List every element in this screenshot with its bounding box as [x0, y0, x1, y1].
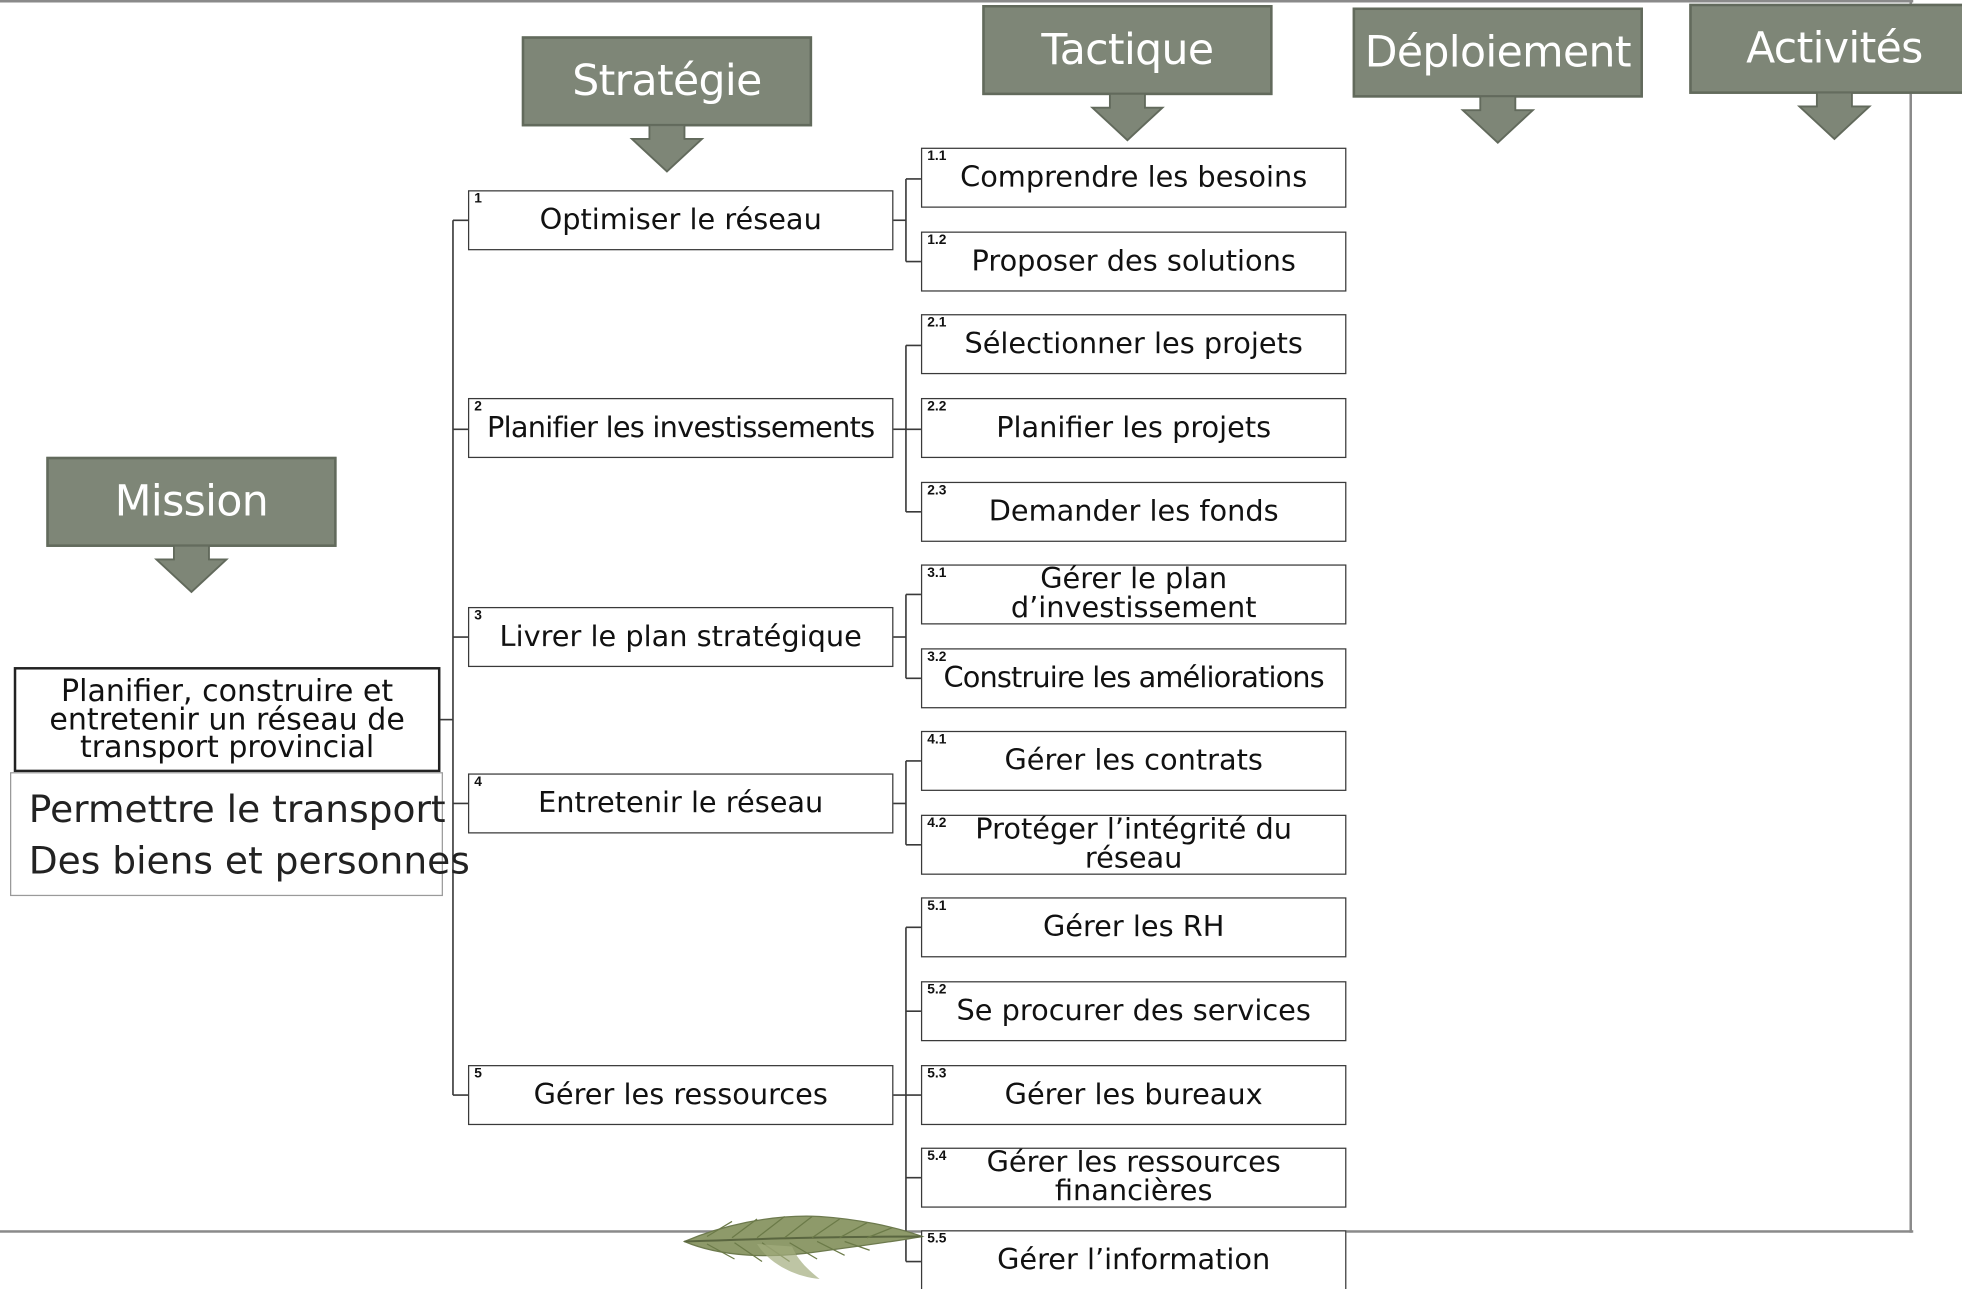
tactic-number: 5.4 — [927, 1148, 947, 1164]
tactic-box-5-2: 5.2 Se procurer des services — [920, 981, 1347, 1042]
tactic-number: 4.1 — [927, 732, 947, 748]
strategy-number: 1 — [474, 191, 482, 207]
tactic-label: Sélectionner les projets — [964, 327, 1303, 360]
tactic-label: Demander les fonds — [988, 494, 1279, 528]
header-tactique-label: Tactique — [982, 5, 1273, 96]
header-activites-label: Activités — [1689, 3, 1962, 94]
tactic-box-5-4: 5.4 Gérer les ressources financières — [920, 1146, 1347, 1208]
tactic-label: Protéger l’intégrité du réseau — [975, 813, 1293, 875]
down-arrow-icon — [154, 545, 229, 594]
tactic-box-2-1: 2.1 Sélectionner les projets — [920, 314, 1347, 375]
feather-icon — [682, 1215, 925, 1280]
tactic-box-1-2: 1.2 Proposer des solutions — [920, 231, 1347, 292]
header-deploiement-label: Déploiement — [1352, 7, 1643, 98]
header-activites: Activités — [1689, 3, 1962, 144]
tactic-label: Gérer les ressources financières — [986, 1146, 1281, 1208]
mission-statement: Planifier, construire et entretenir un r… — [49, 673, 405, 766]
strategy-number: 5 — [474, 1066, 482, 1082]
tactic-label: Construire les améliorations — [943, 661, 1325, 694]
tactic-number: 1.2 — [927, 232, 947, 248]
header-mission: Mission — [46, 456, 337, 597]
mission-purpose-line-2: Des biens et personnes — [28, 839, 470, 883]
tactic-box-4-2: 4.2 Protéger l’intégrité du réseau — [920, 813, 1347, 875]
tactic-label: Comprendre les besoins — [960, 160, 1308, 194]
strategy-label: Livrer le plan stratégique — [499, 620, 862, 653]
tactic-box-2-3: 2.3 Demander les fonds — [920, 481, 1347, 542]
mission-statement-box: Planifier, construire et entretenir un r… — [13, 667, 441, 773]
strategy-label: Entretenir le réseau — [538, 786, 824, 820]
tactic-number: 1.1 — [927, 148, 947, 164]
mission-purpose-box: Permettre le transport Des biens et pers… — [10, 772, 470, 897]
tactic-label: Planifier les projets — [996, 411, 1272, 444]
tactic-number: 5.2 — [927, 982, 947, 998]
header-strategie: Stratégie — [521, 36, 813, 176]
strategy-label: Gérer les ressources — [533, 1078, 828, 1111]
tactic-number: 2.2 — [927, 399, 947, 415]
header-deploiement: Déploiement — [1352, 7, 1643, 148]
tactic-box-2-2: 2.2 Planifier les projets — [920, 397, 1347, 459]
tactic-number: 2.1 — [927, 315, 947, 331]
strategy-number: 2 — [474, 399, 482, 415]
tactic-number: 2.3 — [927, 483, 947, 499]
strategy-box-1: 1 Optimiser le réseau — [467, 190, 894, 251]
strategy-box-4: 4 Entretenir le réseau — [467, 773, 894, 834]
mission-purpose-line-1: Permettre le transport — [28, 788, 446, 833]
tactic-box-3-2: 3.2 Construire les améliorations — [920, 648, 1347, 709]
frame-top-line — [0, 0, 1914, 3]
tactic-box-5-3: 5.3 Gérer les bureaux — [920, 1065, 1347, 1126]
tactic-box-4-1: 4.1 Gérer les contrats — [920, 730, 1347, 791]
tactic-label: Gérer l’information — [997, 1243, 1271, 1276]
tactic-number: 5.1 — [927, 898, 947, 914]
down-arrow-icon — [1460, 96, 1536, 144]
down-arrow-icon — [1089, 93, 1165, 142]
tactic-number: 5.5 — [927, 1231, 947, 1247]
tactic-box-5-1: 5.1 Gérer les RH — [920, 897, 1347, 958]
tactic-label: Gérer le plan d’investissement — [1010, 563, 1257, 625]
strategy-number: 3 — [474, 608, 482, 624]
tactic-label: Gérer les RH — [1042, 910, 1225, 944]
header-strategie-label: Stratégie — [521, 36, 813, 127]
tactic-number: 3.1 — [927, 565, 947, 581]
strategy-box-5: 5 Gérer les ressources — [467, 1065, 894, 1126]
tactic-label: Gérer les bureaux — [1004, 1078, 1263, 1111]
strategy-box-3: 3 Livrer le plan stratégique — [467, 606, 894, 668]
strategy-label: Optimiser le réseau — [539, 203, 822, 236]
tactic-label: Se procurer des services — [956, 994, 1311, 1027]
tactic-number: 3.2 — [927, 649, 947, 665]
down-arrow-icon — [629, 125, 705, 173]
header-mission-label: Mission — [46, 456, 337, 547]
down-arrow-icon — [1796, 92, 1872, 141]
frame-right-line — [1909, 0, 1912, 1233]
tactic-label: Gérer les contrats — [1004, 744, 1263, 777]
strategy-box-2: 2 Planifier les investissements — [467, 397, 894, 459]
tactic-box-3-1: 3.1 Gérer le plan d’investissement — [920, 563, 1347, 625]
tactic-number: 4.2 — [927, 815, 947, 831]
strategy-number: 4 — [474, 774, 482, 790]
header-tactique: Tactique — [982, 5, 1273, 145]
tactic-box-1-1: 1.1 Comprendre les besoins — [920, 147, 1347, 208]
tactic-label: Proposer des solutions — [971, 244, 1296, 278]
strategy-label: Planifier les investissements — [487, 411, 875, 444]
tactic-number: 5.3 — [927, 1066, 947, 1082]
tactic-box-5-5: 5.5 Gérer l’information — [920, 1230, 1347, 1289]
